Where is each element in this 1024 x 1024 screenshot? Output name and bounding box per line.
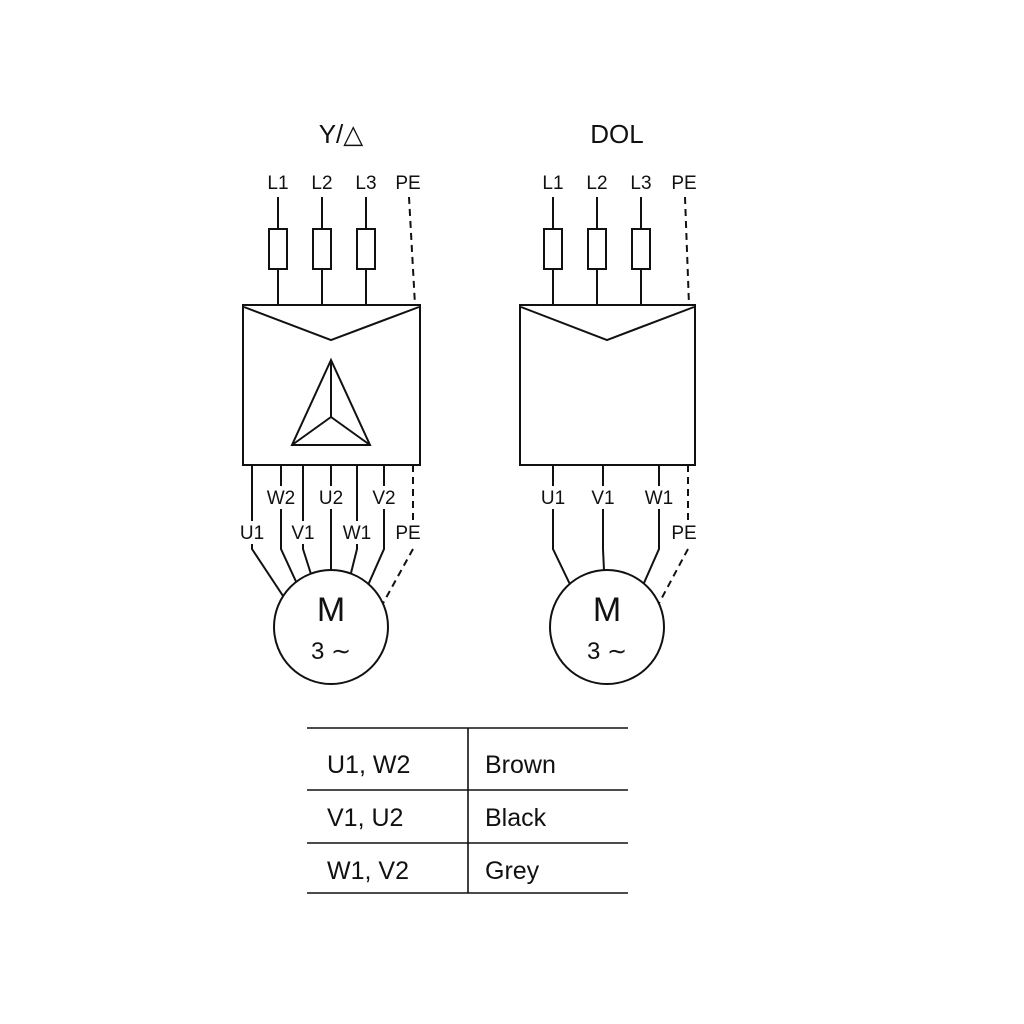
lead-label-u1: U1: [541, 488, 565, 509]
motor-circle: [549, 569, 665, 685]
wire-color-table: U1, W2 Brown V1, U2 Black W1, V2 Grey: [307, 727, 628, 894]
phase-line-l2: [312, 197, 332, 306]
lead-label-pe: PE: [395, 523, 420, 544]
terminal-label-pe-top: PE: [395, 173, 420, 194]
fuse-icon: [587, 228, 607, 270]
lead-u1: [251, 465, 294, 612]
pe-dashed-line-bottom: [380, 465, 414, 608]
lead-label-u1: U1: [240, 523, 264, 544]
chevron-notch: [243, 306, 420, 342]
phase-line-l2: [587, 197, 607, 306]
table-row: U1, W2 Brown: [327, 751, 556, 779]
phase-line-l1: [268, 197, 288, 306]
lead-label-w1: W1: [645, 488, 674, 509]
motor-letter: M: [593, 591, 621, 629]
fuse-icon: [312, 228, 332, 270]
phase-line-l3: [356, 197, 376, 306]
lead-label-v1: V1: [291, 523, 314, 544]
star-delta-title: Y/△: [319, 119, 364, 149]
phase-line-l1: [543, 197, 563, 306]
lead-label-w2: W2: [267, 488, 296, 509]
lead-label-pe: PE: [671, 523, 696, 544]
delta-winding-icon: [290, 357, 372, 446]
motor-letter: M: [317, 591, 345, 629]
fuse-icon: [543, 228, 563, 270]
terminal-label-l3: L3: [630, 173, 651, 194]
table-color-cell: Black: [485, 804, 547, 832]
lead-label-v1: V1: [591, 488, 614, 509]
starter-box: [519, 304, 696, 466]
motor-phase-label: 3 ∼: [587, 638, 627, 665]
dol-diagram: DOL L1 L2 L3 PE U: [519, 119, 702, 685]
table-row: W1, V2 Grey: [327, 857, 540, 885]
table-terminals-cell: W1, V2: [327, 857, 409, 885]
terminal-label-l3: L3: [355, 173, 376, 194]
terminal-label-l1: L1: [542, 173, 563, 194]
fuse-icon: [631, 228, 651, 270]
star-delta-diagram: Y/△ L1 L2 L3 PE: [235, 119, 426, 685]
pe-dashed-line-top: [684, 196, 690, 306]
phase-line-l3: [631, 197, 651, 306]
motor-phase-label: 3 ∼: [311, 638, 351, 665]
table-color-cell: Grey: [485, 857, 540, 885]
pe-dashed-line-bottom: [656, 465, 689, 608]
lead-label-u2: U2: [319, 488, 343, 509]
pe-dashed-line-top: [408, 196, 416, 306]
motor-circle: [273, 569, 389, 685]
table-color-cell: Brown: [485, 751, 556, 779]
fuse-icon: [268, 228, 288, 270]
terminal-label-l2: L2: [586, 173, 607, 194]
chevron-notch: [520, 306, 695, 342]
lead-label-v2: V2: [372, 488, 395, 509]
terminal-label-l2: L2: [311, 173, 332, 194]
fuse-icon: [356, 228, 376, 270]
table-row: V1, U2 Black: [327, 804, 547, 832]
table-terminals-cell: V1, U2: [327, 804, 403, 832]
dol-title: DOL: [590, 119, 643, 149]
terminal-label-pe-top: PE: [671, 173, 696, 194]
lead-label-w1: W1: [343, 523, 372, 544]
table-terminals-cell: U1, W2: [327, 751, 410, 779]
terminal-label-l1: L1: [267, 173, 288, 194]
